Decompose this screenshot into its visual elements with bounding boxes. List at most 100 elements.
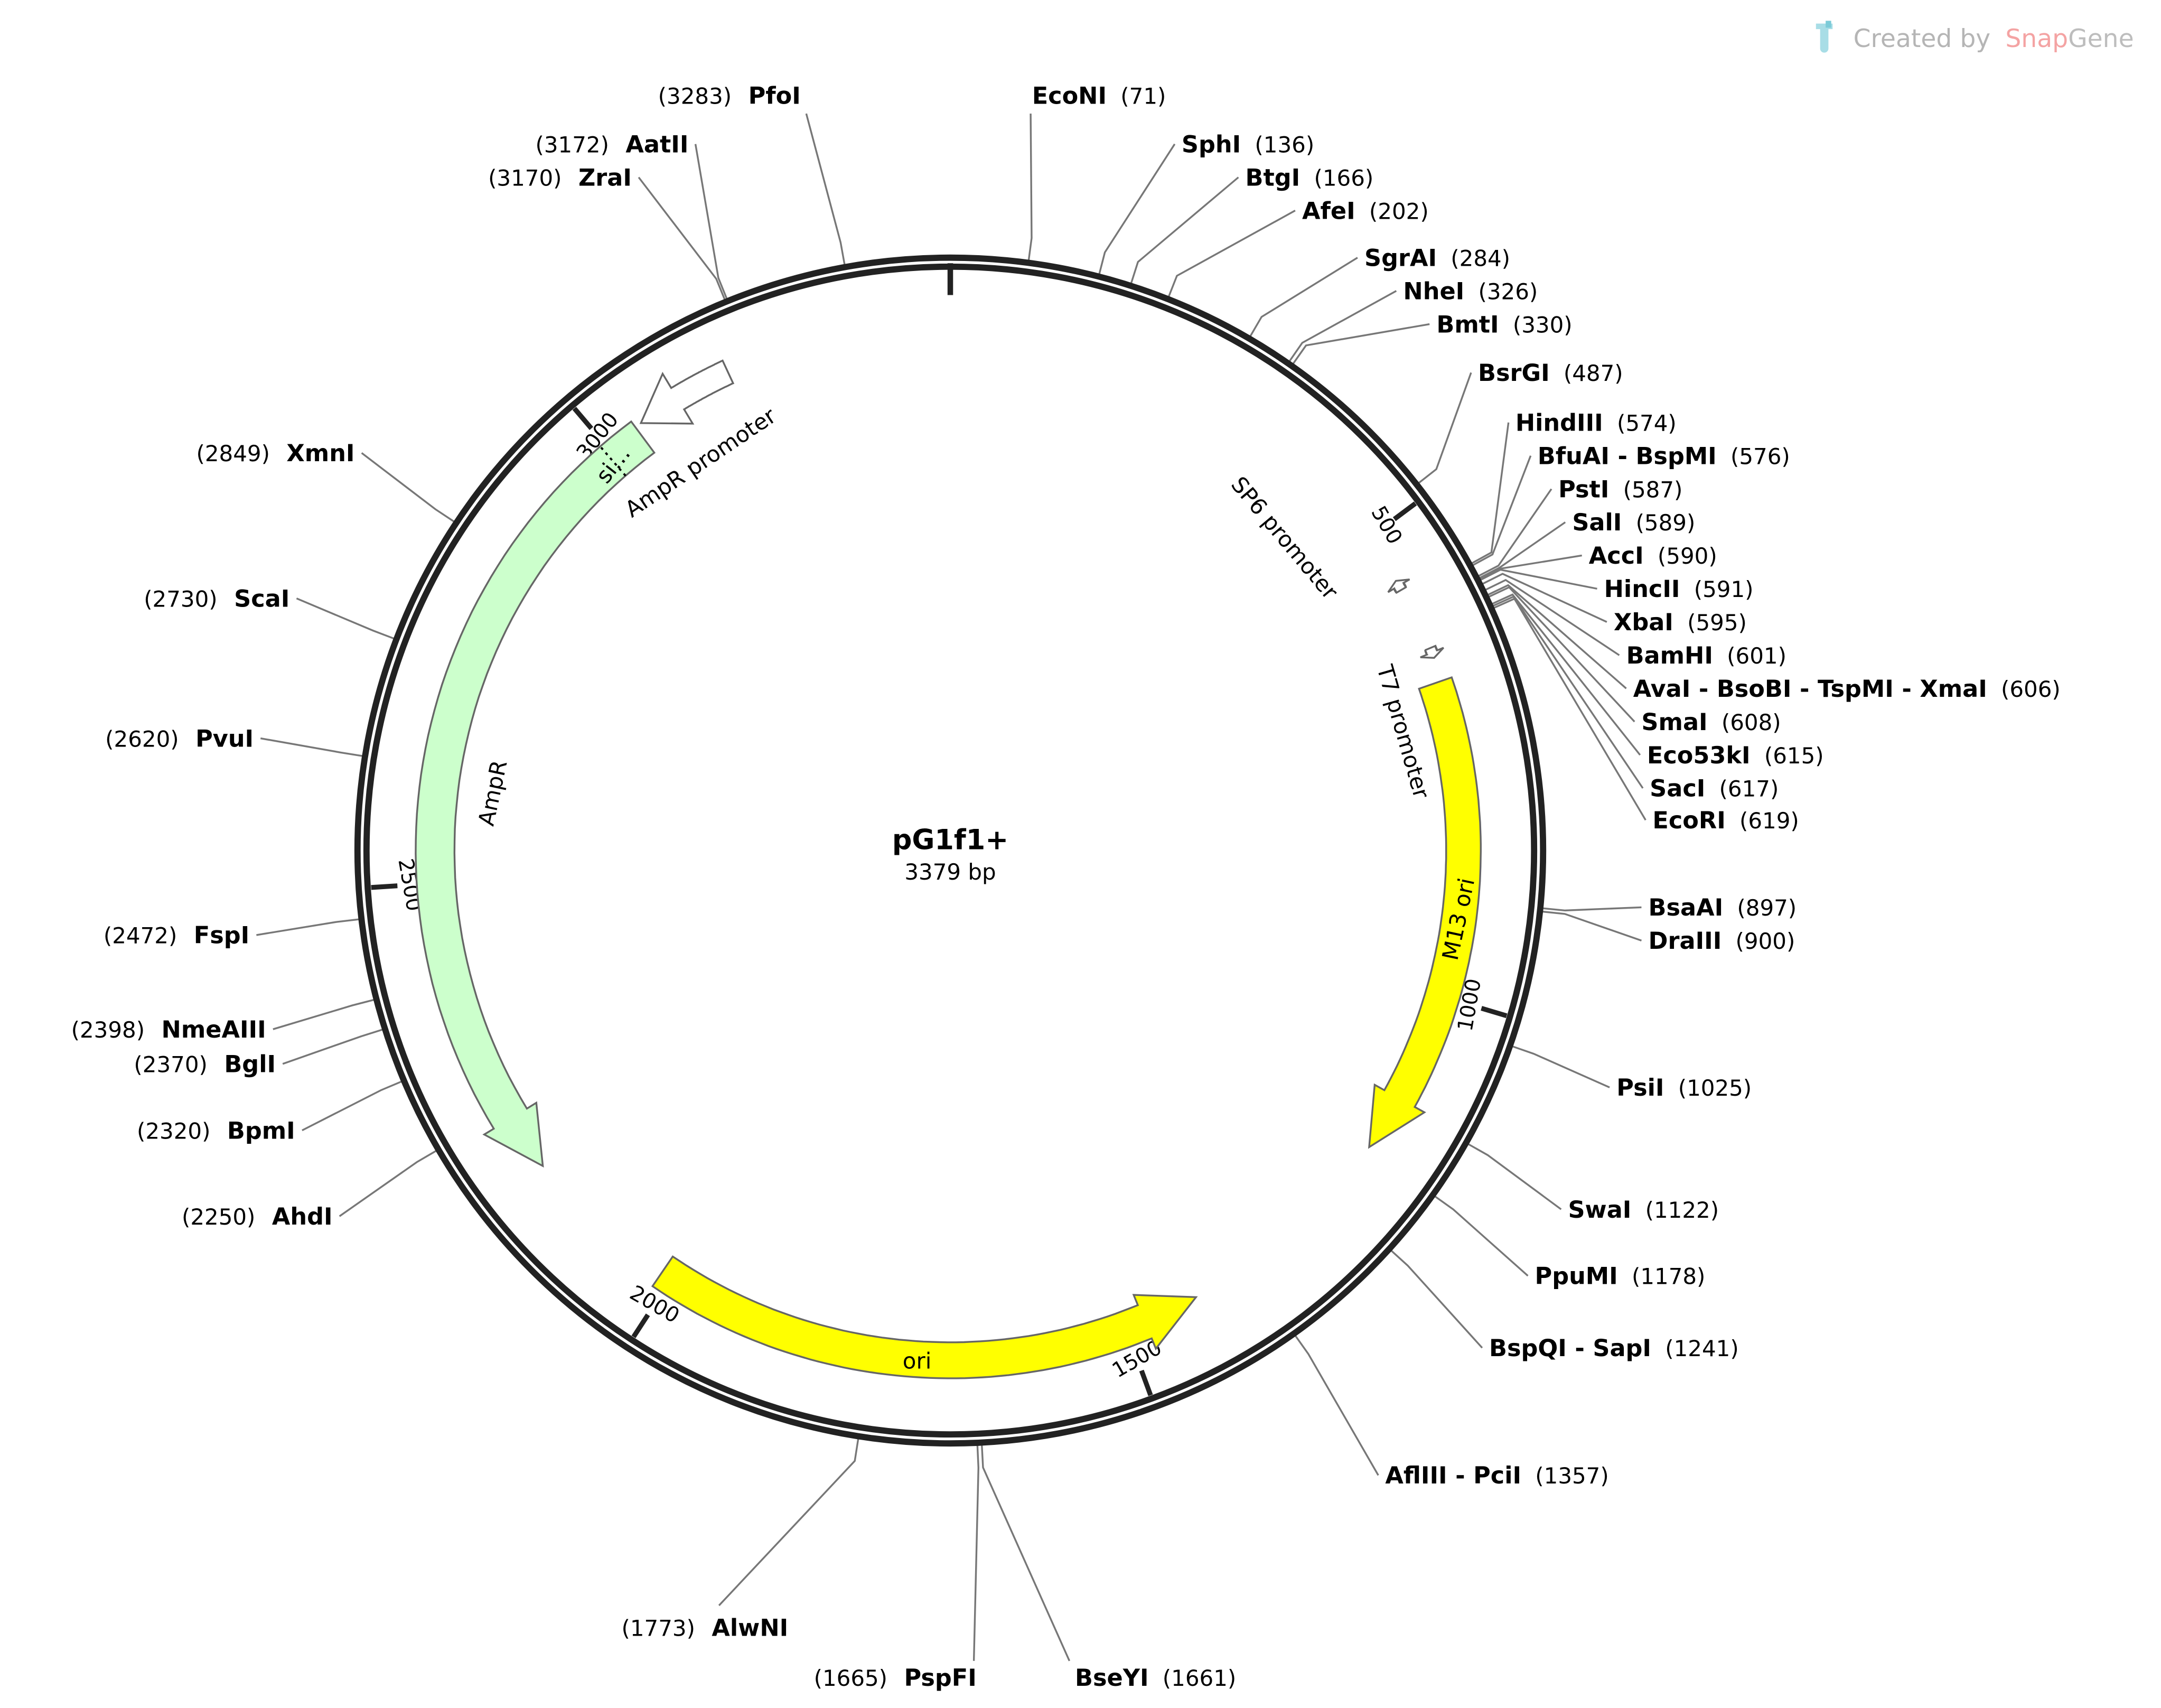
enzyme-site[interactable]: (3283)PfoI (658, 82, 801, 110)
enzyme-name[interactable]: DraIII (1649, 927, 1722, 955)
feature-m13-ori[interactable] (1368, 676, 1482, 1149)
enzyme-site[interactable]: SphI(136) (1182, 130, 1314, 158)
enzyme-name[interactable]: ScaI (234, 585, 289, 612)
enzyme-site[interactable]: HincII (591) (1604, 575, 1754, 603)
tick-label: 500 (1366, 502, 1407, 548)
enzyme-name[interactable]: EcoRI (1652, 807, 1725, 834)
enzyme-site[interactable]: BamHI(601) (1626, 642, 1786, 669)
enzyme-site[interactable]: (2250)AhdI (182, 1203, 333, 1230)
enzyme-name[interactable]: EcoNI (1032, 82, 1107, 110)
enzyme-site[interactable]: (3170)ZraI (488, 164, 632, 191)
enzyme-site[interactable]: (2370)BglI (134, 1050, 276, 1078)
enzyme-site[interactable]: BseYI(1661) (1075, 1664, 1236, 1692)
enzyme-name[interactable]: ZraI (578, 164, 632, 191)
enzyme-name[interactable]: PvuI (195, 725, 254, 752)
enzyme-name[interactable]: FspI (194, 922, 249, 949)
enzyme-name[interactable]: SacI (1650, 775, 1705, 802)
enzyme-name[interactable]: AfeI (1302, 197, 1355, 225)
enzyme-site[interactable]: (2620)PvuI (105, 725, 254, 752)
enzyme-site[interactable]: AflIII - PciI(1357) (1385, 1462, 1608, 1489)
enzyme-name[interactable]: SmaI (1641, 708, 1707, 736)
enzyme-position: (591) (1694, 576, 1754, 602)
feature-label-ori[interactable]: ori (903, 1348, 932, 1374)
enzyme-name[interactable]: AvaI - BsoBI - TspMI - XmaI (1633, 675, 1987, 703)
feature-t7-promoter[interactable] (1420, 645, 1444, 659)
enzyme-site[interactable]: (2320)BpmI (137, 1117, 295, 1144)
enzyme-position: (590) (1658, 543, 1717, 569)
enzyme-site[interactable]: EcoRI (619) (1652, 807, 1799, 834)
enzyme-site[interactable]: BsaAI(897) (1649, 894, 1797, 921)
enzyme-name[interactable]: PstI (1558, 475, 1609, 503)
enzyme-site[interactable]: (1773)AlwNI (622, 1614, 789, 1642)
enzyme-name[interactable]: PfoI (749, 82, 801, 110)
enzyme-name[interactable]: SalI (1572, 509, 1622, 536)
enzyme-site[interactable]: SgrAI(284) (1364, 244, 1510, 272)
svg-text:HindIII(574): HindIII(574) (1515, 409, 1677, 436)
enzyme-name[interactable]: SwaI (1568, 1196, 1631, 1224)
enzyme-name[interactable]: SgrAI (1364, 244, 1437, 272)
enzyme-name[interactable]: AatII (625, 130, 688, 158)
enzyme-leader-line (1471, 422, 1510, 564)
enzyme-name[interactable]: AhdI (272, 1203, 333, 1230)
enzyme-site[interactable]: DraIII(900) (1649, 927, 1795, 955)
enzyme-name[interactable]: BsaAI (1649, 894, 1724, 921)
enzyme-site[interactable]: Eco53kI(615) (1647, 742, 1824, 769)
feature-ampr[interactable] (415, 420, 656, 1168)
feature-label-t7-promoter[interactable]: T7 promoter (1372, 661, 1435, 801)
enzyme-site[interactable]: BfuAI - BspMI(576) (1538, 442, 1790, 470)
enzyme-name[interactable]: BmtI (1436, 311, 1499, 338)
enzyme-name[interactable]: BglI (224, 1050, 276, 1078)
enzyme-site[interactable]: SacI(617) (1650, 775, 1779, 802)
enzyme-name[interactable]: AccI (1589, 542, 1644, 570)
enzyme-site[interactable]: PstI(587) (1558, 475, 1682, 503)
enzyme-site[interactable]: AccI (590) (1589, 542, 1717, 570)
enzyme-name[interactable]: BtgI (1246, 164, 1301, 191)
enzyme-site[interactable]: (2398)NmeAIII (71, 1016, 266, 1043)
enzyme-name[interactable]: HindIII (1515, 409, 1603, 436)
enzyme-site[interactable]: XbaI(595) (1614, 609, 1747, 636)
enzyme-name[interactable]: BfuAI - BspMI (1538, 442, 1717, 470)
enzyme-name[interactable]: SphI (1182, 130, 1241, 158)
enzyme-site[interactable]: (2849)XmnI (197, 440, 355, 467)
enzyme-name[interactable]: BpmI (227, 1117, 295, 1144)
enzyme-name[interactable]: XbaI (1614, 609, 1673, 636)
enzyme-name[interactable]: BspQI - SapI (1489, 1334, 1651, 1362)
enzyme-site[interactable]: SalI(589) (1572, 509, 1695, 536)
enzyme-name[interactable]: BamHI (1626, 642, 1713, 669)
enzyme-site[interactable]: AfeI(202) (1302, 197, 1429, 225)
enzyme-name[interactable]: PsiI (1616, 1074, 1664, 1102)
feature-ori[interactable] (651, 1255, 1198, 1379)
feature-label-sp6-promoter[interactable]: SP6 promoter (1226, 472, 1343, 605)
enzyme-name[interactable]: HincII (1604, 575, 1680, 603)
enzyme-name[interactable]: NmeAIII (162, 1016, 266, 1043)
enzyme-site[interactable]: NheI(326) (1403, 277, 1538, 305)
enzyme-name[interactable]: BseYI (1075, 1664, 1149, 1692)
enzyme-name[interactable]: NheI (1403, 277, 1464, 305)
enzyme-site[interactable]: (3172)AatII (536, 130, 689, 158)
enzyme-name[interactable]: AlwNI (712, 1614, 788, 1642)
enzyme-name[interactable]: Eco53kI (1647, 742, 1751, 769)
enzyme-site[interactable]: BsrGI(487) (1478, 359, 1623, 387)
enzyme-name[interactable]: BsrGI (1478, 359, 1550, 387)
enzyme-site[interactable]: SmaI(608) (1641, 708, 1781, 736)
enzyme-name[interactable]: PspFI (904, 1664, 977, 1692)
feature-ampr-promoter[interactable] (639, 359, 735, 425)
enzyme-site[interactable]: BtgI(166) (1246, 164, 1374, 191)
enzyme-site[interactable]: HindIII(574) (1515, 409, 1677, 436)
enzyme-site[interactable]: (2472)FspI (104, 922, 249, 949)
enzyme-position: (619) (1739, 808, 1799, 834)
enzyme-name[interactable]: XmnI (286, 440, 354, 467)
enzyme-site[interactable]: PsiI(1025) (1616, 1074, 1752, 1102)
enzyme-site[interactable]: (2730)ScaI (144, 585, 289, 612)
enzyme-site[interactable]: BmtI(330) (1436, 311, 1572, 338)
feature-sp6-promoter[interactable] (1387, 578, 1410, 594)
enzyme-site[interactable]: (1665)PspFI (814, 1664, 977, 1692)
feature-label-ampr[interactable]: AmpR (473, 758, 512, 828)
enzyme-site[interactable]: EcoNI(71) (1032, 82, 1166, 110)
enzyme-name[interactable]: PpuMI (1535, 1263, 1618, 1290)
enzyme-site[interactable]: BspQI - SapI(1241) (1489, 1334, 1739, 1362)
enzyme-site[interactable]: AvaI - BsoBI - TspMI - XmaI(606) (1633, 675, 2061, 703)
enzyme-site[interactable]: PpuMI(1178) (1535, 1263, 1706, 1290)
enzyme-site[interactable]: SwaI(1122) (1568, 1196, 1719, 1224)
enzyme-name[interactable]: AflIII - PciI (1385, 1462, 1521, 1489)
